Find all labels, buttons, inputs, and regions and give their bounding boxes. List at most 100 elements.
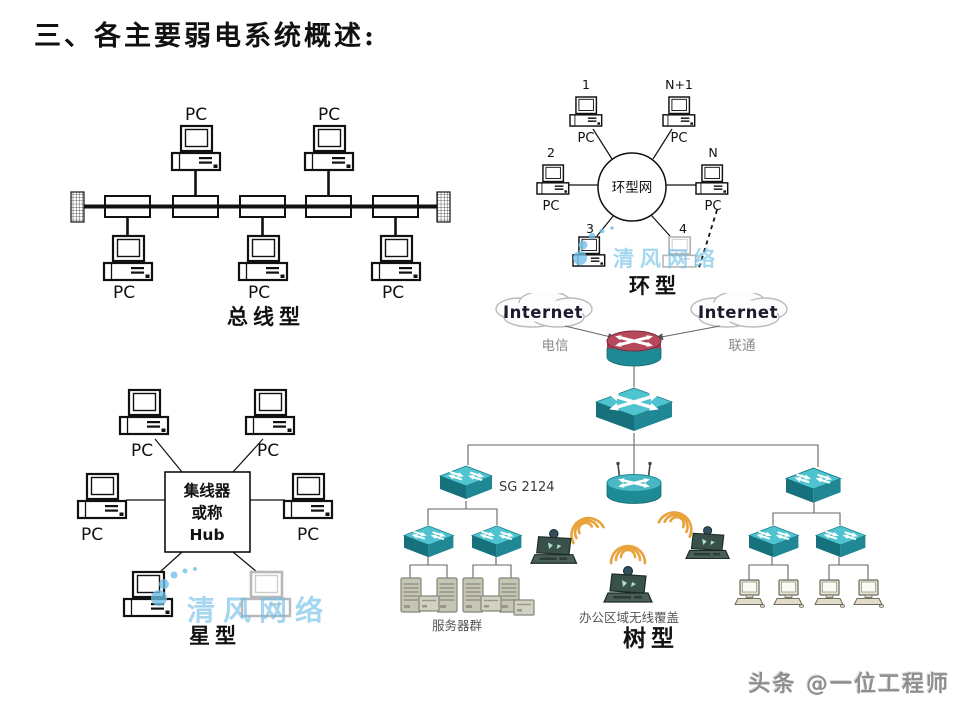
- wifi-signal-icon: [609, 544, 647, 565]
- wireless-router-icon: [606, 461, 662, 504]
- desktop-pc-icon: [773, 579, 805, 609]
- node-number: 4: [679, 221, 687, 236]
- pc-label: PC: [297, 525, 319, 545]
- router-icon: [606, 330, 662, 367]
- pc-label: PC: [185, 105, 207, 125]
- pc-icon: [170, 124, 222, 172]
- server-branch-line: [496, 564, 512, 578]
- ring-hub-circle: [597, 152, 667, 222]
- ring-hub-label: 环型网: [612, 180, 653, 196]
- pc-label: PC: [131, 441, 153, 461]
- node-number: 2: [547, 145, 555, 160]
- hub-label-line: 或称: [191, 503, 223, 522]
- pc-branch-line: [748, 557, 773, 580]
- hub-label-line: Hub: [189, 526, 224, 544]
- tree-topology-diagram: Internet Internet 电信 联通: [400, 293, 885, 652]
- distribution-switch-icon: [786, 468, 841, 503]
- server-branch-line: [409, 557, 429, 578]
- desktop-pc-icon: [814, 579, 846, 609]
- distribution-line: [467, 444, 819, 467]
- internet-label: Internet: [698, 303, 778, 322]
- pc-icon: [118, 388, 170, 436]
- pc-label: PC: [81, 525, 103, 545]
- pc-label: PC: [318, 105, 340, 125]
- server-branch-line: [428, 564, 448, 578]
- pc-icon: [662, 96, 696, 127]
- bus-terminator-icon: [436, 191, 451, 223]
- pc-branch-line: [772, 564, 789, 580]
- distribution-switch-icon: [440, 466, 492, 499]
- branch-line: [466, 508, 498, 525]
- page-title: 三、各主要弱电系统概述:: [34, 21, 377, 52]
- vendor-watermark-text: 清风网络: [613, 247, 721, 271]
- ring-topology-diagram: 环型网 1 N+1 2 N 3 4 PC PC PC PC 清风网络 环型: [536, 77, 729, 298]
- pc-label: PC: [705, 199, 722, 214]
- branch-line: [772, 502, 815, 525]
- pc-label: PC: [248, 283, 270, 303]
- isp-label: 联通: [729, 338, 757, 354]
- pc-icon: [695, 164, 729, 195]
- vendor-watermark-text: 清风网络: [187, 594, 331, 627]
- uplink-line: [564, 325, 616, 340]
- laptop-icon: [603, 565, 653, 603]
- vendor-watermark: 清风网络: [151, 567, 331, 627]
- ring-dashed-line: [697, 209, 718, 272]
- star-spoke-lines: [126, 438, 285, 573]
- bus-caption: 总线型: [227, 304, 305, 329]
- vendor-watermark: 清风网络: [573, 226, 721, 271]
- bus-drop-lines: [126, 171, 397, 236]
- switch-model-label: SG 2124: [499, 480, 555, 495]
- desktop-pc-icon: [734, 579, 766, 609]
- uplink-line: [655, 325, 721, 341]
- star-topology-diagram: 集线器 或称 Hub PC PC PC PC 清风网络 星型: [76, 388, 334, 648]
- internet-cloud-left: Internet: [495, 293, 593, 328]
- bus-terminator-icon: [70, 191, 85, 223]
- pc-icon: [370, 234, 422, 282]
- isp-label: 电信: [542, 338, 569, 354]
- access-switch-icon: [404, 526, 453, 557]
- wifi-signal-icon: [657, 505, 699, 538]
- node-number: N+1: [665, 77, 693, 92]
- pc-label: PC: [113, 283, 135, 303]
- pc-branch-line: [839, 564, 869, 580]
- node-number: N: [708, 145, 717, 160]
- wireless-area-label: 办公区域无线覆盖: [579, 610, 679, 625]
- internet-label: Internet: [503, 303, 583, 322]
- server-branch-line: [472, 557, 497, 578]
- pc-icon: [102, 234, 154, 282]
- internet-cloud-right: Internet: [690, 293, 788, 328]
- branch-line: [814, 512, 841, 525]
- pc-label: PC: [382, 283, 404, 303]
- hub-label-line: 集线器: [183, 481, 231, 500]
- pc-label: PC: [671, 131, 688, 146]
- pc-icon: [76, 472, 128, 520]
- pc-label: PC: [578, 131, 595, 146]
- tree-caption: 树型: [623, 625, 679, 652]
- access-switch-icon: [816, 526, 865, 557]
- core-switch-icon: [596, 388, 672, 431]
- hub-box: [164, 471, 251, 553]
- ring-spoke-lines: [568, 128, 696, 237]
- star-caption: 星型: [189, 623, 241, 648]
- pc-icon: [569, 96, 603, 127]
- branch-line: [427, 501, 467, 525]
- server-farm: [400, 577, 535, 616]
- access-switch-icon: [472, 526, 521, 557]
- pc-icon: [244, 388, 296, 436]
- pc-icon: [536, 164, 570, 195]
- bus-topology-diagram: PC PC PC PC PC 总线型: [70, 105, 451, 329]
- pc-label: PC: [543, 199, 560, 214]
- ring-caption: 环型: [629, 273, 681, 298]
- credit-watermark: 头条 @一位工程师: [748, 672, 950, 697]
- pc-branch-line: [828, 557, 840, 580]
- node-number: 1: [582, 77, 590, 92]
- node-number: 3: [586, 221, 594, 236]
- desktop-pc-icon: [853, 579, 885, 609]
- servers-label: 服务器群: [432, 618, 483, 633]
- pc-icon: [237, 234, 289, 282]
- laptop-icon: [530, 528, 578, 564]
- pc-icon: [303, 124, 355, 172]
- pc-label: PC: [257, 441, 279, 461]
- pc-icon: [282, 472, 334, 520]
